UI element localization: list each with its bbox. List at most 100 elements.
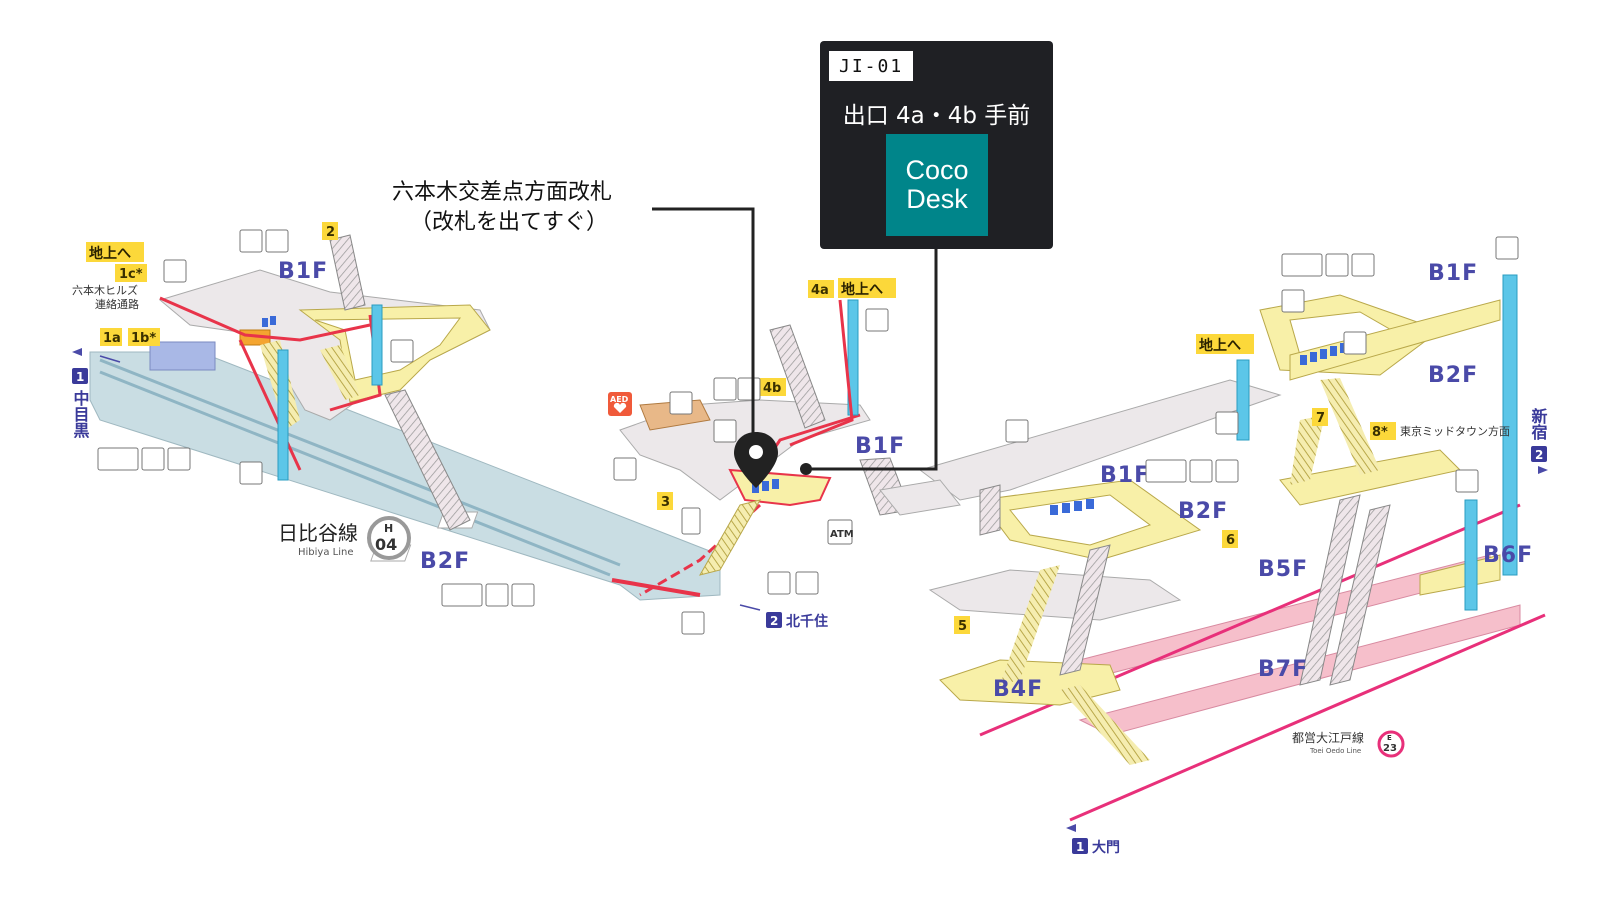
svg-text:1b*: 1b* bbox=[131, 331, 156, 346]
svg-text:5: 5 bbox=[958, 619, 967, 634]
info-desk-icon bbox=[737, 377, 761, 401]
atm-icon bbox=[827, 519, 853, 545]
exit-2: 2 bbox=[322, 222, 338, 240]
baby-icon bbox=[141, 447, 165, 471]
svg-text:2: 2 bbox=[326, 225, 335, 240]
exit-1b: 1b* bbox=[128, 328, 160, 346]
svg-text:地上へ: 地上へ bbox=[841, 281, 883, 298]
exit-4b: 4b bbox=[760, 378, 786, 396]
svg-text:8*: 8* bbox=[1372, 425, 1388, 440]
gate-label-line2: （改札を出てすぐ） bbox=[410, 210, 609, 235]
baby-icon bbox=[485, 583, 509, 607]
svg-text:北千住: 北千住 bbox=[786, 613, 828, 630]
floor-label: B1F bbox=[1428, 261, 1478, 286]
floor-label: B1F bbox=[1100, 463, 1150, 488]
exit-5: 5 bbox=[954, 616, 970, 634]
svg-text:4a: 4a bbox=[811, 283, 829, 298]
callout-leader-dot bbox=[800, 463, 812, 475]
gate-label: 六本木交差点方面改札 （改札を出てすぐ） bbox=[392, 178, 612, 238]
escalator-icon bbox=[767, 571, 791, 595]
exit-chijo-left: 地上へ bbox=[86, 242, 144, 262]
brand-line1: Coco bbox=[905, 155, 969, 185]
wheelchair-icon bbox=[713, 419, 737, 443]
elevator-icon bbox=[239, 461, 263, 485]
exit-chijo-4a: 地上へ bbox=[838, 278, 896, 298]
floor-label: B2F bbox=[1428, 363, 1478, 388]
svg-text:4b: 4b bbox=[763, 381, 781, 396]
ticket-machine-icon bbox=[265, 229, 289, 253]
svg-text:6: 6 bbox=[1226, 533, 1235, 548]
elevator-icon bbox=[865, 308, 889, 332]
phone-icon bbox=[681, 507, 701, 535]
gate-leader-line bbox=[652, 207, 755, 445]
exit-1a: 1a bbox=[100, 328, 122, 346]
marker-pin-icon bbox=[734, 432, 778, 488]
direction-daimon: 1 大門 bbox=[1066, 824, 1120, 856]
station-code: JI-01 bbox=[829, 51, 914, 81]
svg-text:1c*: 1c* bbox=[119, 267, 143, 282]
svg-text:23: 23 bbox=[1383, 743, 1397, 754]
exit-chijo-right: 地上へ bbox=[1196, 334, 1254, 354]
svg-text:2: 2 bbox=[770, 614, 778, 628]
svg-text:1: 1 bbox=[76, 370, 84, 384]
oedo-line-label: 都営大江戸線 bbox=[1292, 730, 1364, 745]
toilet-icon bbox=[97, 447, 139, 471]
svg-text:地上へ: 地上へ bbox=[89, 245, 131, 262]
svg-text:地上へ: 地上へ bbox=[1199, 337, 1241, 354]
hills-link-label: 連絡通路 bbox=[95, 297, 139, 311]
floor-label: B6F bbox=[1483, 543, 1533, 568]
exit-4a: 4a bbox=[808, 280, 834, 298]
baby-icon bbox=[1325, 253, 1349, 277]
locker-icon bbox=[163, 259, 187, 283]
connecting-passage bbox=[879, 479, 961, 516]
center-concourse bbox=[619, 299, 911, 597]
svg-text:新宿: 新宿 bbox=[1529, 407, 1548, 441]
coco-desk-logo: Coco Desk bbox=[886, 134, 988, 236]
hibiya-badge: H 04 bbox=[367, 516, 411, 560]
info-desk-icon bbox=[669, 391, 693, 415]
toilet-icon bbox=[1281, 253, 1323, 277]
floor-label: B2F bbox=[1178, 499, 1228, 524]
atm-label: ATM bbox=[830, 529, 854, 540]
svg-text:7: 7 bbox=[1316, 411, 1325, 426]
svg-text:E: E bbox=[1387, 734, 1392, 742]
brand-line2: Desk bbox=[906, 184, 968, 214]
office-icon bbox=[1215, 459, 1239, 483]
svg-text:1: 1 bbox=[1076, 840, 1084, 854]
locker-icon bbox=[795, 571, 819, 595]
svg-text:3: 3 bbox=[661, 495, 670, 510]
svg-text:2: 2 bbox=[1535, 448, 1543, 462]
floor-label: B2F bbox=[420, 549, 470, 574]
baby-icon bbox=[1189, 459, 1213, 483]
gate-label-line1: 六本木交差点方面改札 bbox=[392, 180, 613, 205]
elevator-icon bbox=[1215, 411, 1239, 435]
floor-label: B7F bbox=[1258, 657, 1308, 682]
toilet-icon bbox=[441, 583, 483, 607]
hibiya-line-en: Hibiya Line bbox=[298, 547, 354, 558]
coco-desk-callout: JI-01 出口 4a・4b 手前 Coco Desk bbox=[820, 41, 1053, 249]
svg-text:AED: AED bbox=[610, 395, 629, 404]
exit-8: 8* bbox=[1370, 422, 1396, 440]
office-icon bbox=[167, 447, 191, 471]
aed-icon: AED bbox=[608, 392, 632, 416]
ticket-gates bbox=[262, 316, 779, 493]
svg-text:H: H bbox=[384, 522, 393, 535]
floor-label: B1F bbox=[855, 434, 905, 459]
oedo-structure bbox=[918, 274, 1546, 822]
svg-text:大門: 大門 bbox=[1092, 839, 1120, 856]
facility-icons bbox=[97, 229, 1519, 635]
office-icon bbox=[1351, 253, 1375, 277]
info-desk-icon bbox=[1343, 331, 1367, 355]
info-desk-icon bbox=[1281, 289, 1305, 313]
exit-6: 6 bbox=[1222, 530, 1238, 548]
svg-text:04: 04 bbox=[375, 535, 397, 554]
locker-icon bbox=[613, 457, 637, 481]
exit-3: 3 bbox=[657, 492, 673, 510]
exit-1c: 1c* bbox=[115, 264, 147, 282]
elevator-icon bbox=[1455, 469, 1479, 493]
elevator-icon bbox=[390, 339, 414, 363]
direction-shinjuku: 新宿 2 bbox=[1529, 407, 1548, 474]
elevator-icon bbox=[1495, 236, 1519, 260]
oedo-badge: E 23 bbox=[1377, 730, 1405, 758]
